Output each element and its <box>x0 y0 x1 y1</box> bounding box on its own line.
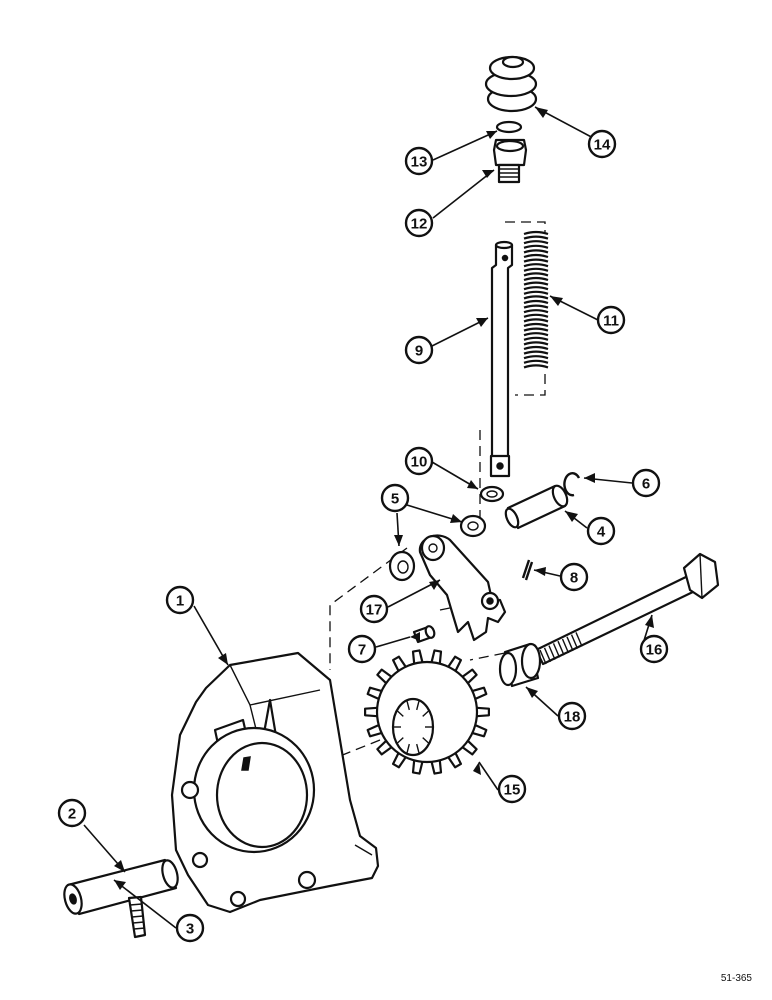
cotter-pin <box>521 559 534 581</box>
callout-5: 5 <box>380 483 410 513</box>
coil-spring <box>523 230 549 372</box>
pump-housing <box>170 651 380 914</box>
snap-ring <box>563 472 581 497</box>
arrowheads <box>114 107 654 890</box>
callout-16: 16 <box>639 634 669 664</box>
svg-text:4: 4 <box>597 524 606 541</box>
svg-text:2: 2 <box>68 806 76 823</box>
svg-text:14: 14 <box>594 137 611 154</box>
svg-text:11: 11 <box>603 313 619 330</box>
callout-14: 14 <box>587 129 617 159</box>
callout-13: 13 <box>404 146 434 176</box>
callout-10: 10 <box>404 446 434 476</box>
callout-7: 7 <box>347 634 377 664</box>
svg-text:1: 1 <box>176 593 184 610</box>
svg-text:15: 15 <box>504 782 521 799</box>
svg-text:18: 18 <box>564 709 581 726</box>
svg-text:16: 16 <box>646 642 663 659</box>
washer-pair <box>388 514 487 582</box>
callout-18: 18 <box>557 701 587 731</box>
callouts: 1 2 3 4 5 6 7 8 9 10 11 12 13 14 15 16 1… <box>57 129 669 943</box>
svg-text:12: 12 <box>411 216 428 233</box>
svg-text:3: 3 <box>186 921 194 938</box>
leader-lines <box>83 106 653 929</box>
svg-text:10: 10 <box>411 454 428 471</box>
spacer-bushing <box>498 642 542 688</box>
svg-text:6: 6 <box>642 476 650 493</box>
o-ring <box>495 120 523 134</box>
svg-text:9: 9 <box>415 343 423 360</box>
actuating-lever <box>418 534 507 642</box>
svg-text:17: 17 <box>366 602 383 619</box>
svg-text:5: 5 <box>391 491 399 508</box>
callout-15: 15 <box>497 774 527 804</box>
svg-text:13: 13 <box>411 154 428 171</box>
callout-4: 4 <box>586 516 616 546</box>
svg-text:8: 8 <box>570 570 578 587</box>
drawing-reference-code: 51-365 <box>720 973 752 984</box>
callout-9: 9 <box>404 335 434 365</box>
threaded-bushing <box>492 138 528 184</box>
rubber-boot <box>484 55 538 113</box>
callout-11: 11 <box>596 305 626 335</box>
spur-gear <box>364 649 490 775</box>
control-rod <box>489 240 514 478</box>
callout-12: 12 <box>404 208 434 238</box>
callout-1: 1 <box>165 585 195 615</box>
washer-small <box>479 485 505 503</box>
svg-text:7: 7 <box>358 642 366 659</box>
callout-6: 6 <box>631 468 661 498</box>
callout-8: 8 <box>559 562 589 592</box>
pivot-pin <box>504 484 569 530</box>
callout-17: 17 <box>359 594 389 624</box>
callout-2: 2 <box>57 798 87 828</box>
callout-3: 3 <box>175 913 205 943</box>
